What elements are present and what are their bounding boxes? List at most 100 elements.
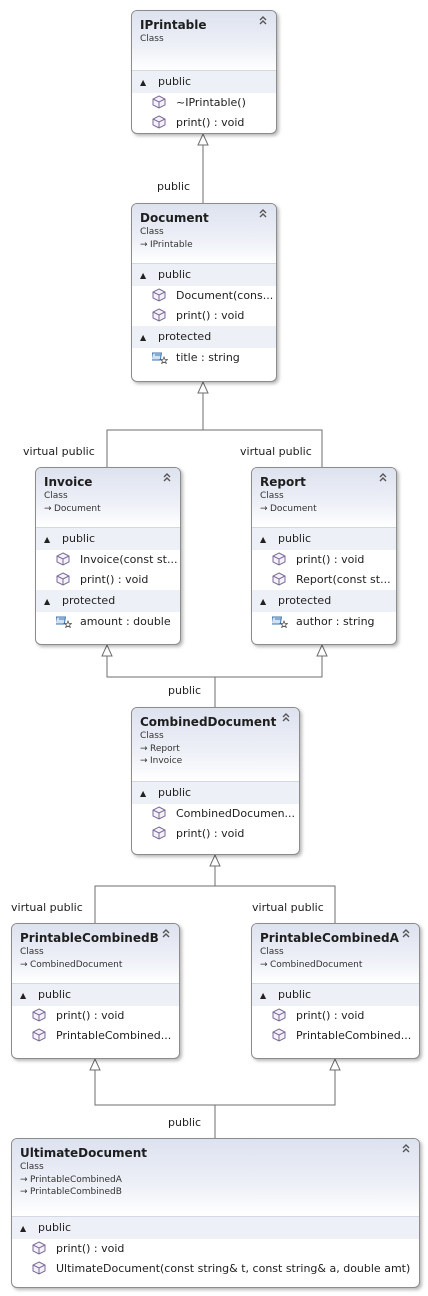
connector-label: virtual public bbox=[23, 445, 95, 458]
class-name: PrintableCombinedB bbox=[20, 931, 159, 945]
section-label: public bbox=[278, 532, 312, 545]
method-icon bbox=[152, 95, 166, 109]
member-row[interactable]: ~IPrintable() bbox=[132, 93, 276, 113]
method-icon bbox=[56, 552, 70, 566]
inherits-entry: →Document bbox=[260, 503, 396, 515]
member-row[interactable]: print() : void bbox=[132, 306, 276, 326]
section-label: protected bbox=[278, 594, 332, 607]
expanded-triangle-icon[interactable]: ▲ bbox=[260, 535, 267, 544]
chevron-up-icon[interactable] bbox=[401, 1142, 411, 1156]
connector-label: virtual public bbox=[252, 901, 324, 914]
member-row[interactable]: title : string bbox=[132, 348, 276, 368]
member-label: print() : void bbox=[80, 573, 149, 586]
connector-label: virtual public bbox=[11, 901, 83, 914]
chevron-up-icon[interactable] bbox=[161, 927, 171, 941]
chevron-up-icon[interactable] bbox=[281, 711, 291, 725]
section-header-public[interactable]: ▲public bbox=[132, 71, 276, 93]
section-label: public bbox=[278, 988, 312, 1001]
class-name: CombinedDocument bbox=[140, 715, 277, 729]
member-row[interactable]: amount : double bbox=[36, 612, 180, 632]
chevron-up-icon[interactable] bbox=[258, 14, 268, 28]
member-row[interactable]: Report(const st... bbox=[252, 570, 396, 590]
inherits-label: CombinedDocument bbox=[270, 960, 363, 970]
expanded-triangle-icon[interactable]: ▲ bbox=[140, 271, 147, 280]
section-header-public[interactable]: ▲public bbox=[132, 264, 276, 286]
expanded-triangle-icon[interactable]: ▲ bbox=[44, 535, 51, 544]
class-stereotype: Class bbox=[20, 947, 44, 957]
method-icon bbox=[32, 1028, 46, 1042]
member-label: print() : void bbox=[296, 553, 365, 566]
member-label: PrintableCombined... bbox=[296, 1029, 412, 1042]
inherits-entry: →Document bbox=[44, 503, 180, 515]
member-label: ~IPrintable() bbox=[176, 96, 246, 109]
member-row[interactable]: print() : void bbox=[36, 570, 180, 590]
member-row[interactable]: print() : void bbox=[132, 824, 299, 844]
chevron-up-icon[interactable] bbox=[162, 471, 172, 485]
expanded-triangle-icon[interactable]: ▲ bbox=[260, 991, 267, 1000]
expanded-triangle-icon[interactable]: ▲ bbox=[260, 597, 267, 606]
expanded-triangle-icon[interactable]: ▲ bbox=[140, 333, 147, 342]
chevron-up-icon[interactable] bbox=[401, 927, 411, 941]
method-icon bbox=[272, 552, 286, 566]
section-header-public[interactable]: ▲ public bbox=[12, 1217, 419, 1239]
member-label: author : string bbox=[296, 615, 375, 628]
expanded-triangle-icon[interactable]: ▲ bbox=[44, 597, 51, 606]
member-row[interactable]: PrintableCombined... bbox=[252, 1026, 419, 1046]
section-header-public[interactable]: ▲public bbox=[12, 984, 179, 1006]
member-row[interactable]: PrintableCombined... bbox=[12, 1026, 179, 1046]
member-label: Report(const st... bbox=[296, 573, 391, 586]
class-stereotype: Class bbox=[140, 227, 164, 237]
inherit-arrow-icon: → bbox=[260, 504, 268, 514]
inherits-label: Document bbox=[270, 504, 317, 514]
section-label: public bbox=[62, 532, 96, 545]
member-row[interactable]: Invoice(const st... bbox=[36, 550, 180, 570]
expanded-triangle-icon[interactable]: ▲ bbox=[140, 789, 147, 798]
section-header-public[interactable]: ▲ public bbox=[252, 984, 419, 1006]
expanded-triangle-icon[interactable]: ▲ bbox=[20, 991, 27, 1000]
chevron-up-icon[interactable] bbox=[258, 207, 268, 221]
inherit-arrow-icon: → bbox=[20, 1175, 28, 1185]
class-name: IPrintable bbox=[140, 18, 207, 32]
connector-label: public bbox=[168, 1116, 202, 1129]
section-header-public[interactable]: ▲ public bbox=[252, 528, 396, 550]
expanded-triangle-icon[interactable]: ▲ bbox=[20, 1224, 27, 1233]
section-header-protected[interactable]: ▲protected bbox=[132, 326, 276, 348]
expanded-triangle-icon[interactable]: ▲ bbox=[140, 78, 147, 87]
member-row[interactable]: print() : void bbox=[252, 1006, 419, 1026]
member-row[interactable]: print() : void bbox=[12, 1239, 419, 1259]
inherit-arrow-icon: → bbox=[140, 744, 148, 754]
class-name: UltimateDocument bbox=[20, 1146, 147, 1160]
member-row[interactable]: print() : void bbox=[252, 550, 396, 570]
class-stereotype: Class bbox=[20, 1162, 44, 1172]
member-row[interactable]: author : string bbox=[252, 612, 396, 632]
chevron-up-icon[interactable] bbox=[378, 471, 388, 485]
inherit-arrow-icon: → bbox=[140, 756, 148, 766]
connector-label: virtual public bbox=[240, 445, 312, 458]
member-row[interactable]: print() : void bbox=[132, 113, 276, 133]
section-header-public[interactable]: ▲ public bbox=[36, 528, 180, 550]
member-row[interactable]: UltimateDocument(const string& t, const … bbox=[12, 1259, 419, 1279]
inherits-entry: →IPrintable bbox=[140, 239, 276, 251]
method-icon bbox=[32, 1008, 46, 1022]
member-row[interactable]: Document(cons... bbox=[132, 286, 276, 306]
inherits-label: Document bbox=[54, 504, 101, 514]
section-header-public[interactable]: ▲public bbox=[132, 782, 299, 804]
member-row[interactable]: print() : void bbox=[12, 1006, 179, 1026]
member-label: Document(cons... bbox=[176, 289, 274, 302]
member-label: print() : void bbox=[56, 1242, 125, 1255]
section-label: public bbox=[38, 1221, 72, 1234]
member-row[interactable]: CombinedDocumen... bbox=[132, 804, 299, 824]
section-header-protected[interactable]: ▲ protected bbox=[252, 590, 396, 612]
section-header-protected[interactable]: ▲protected bbox=[36, 590, 180, 612]
